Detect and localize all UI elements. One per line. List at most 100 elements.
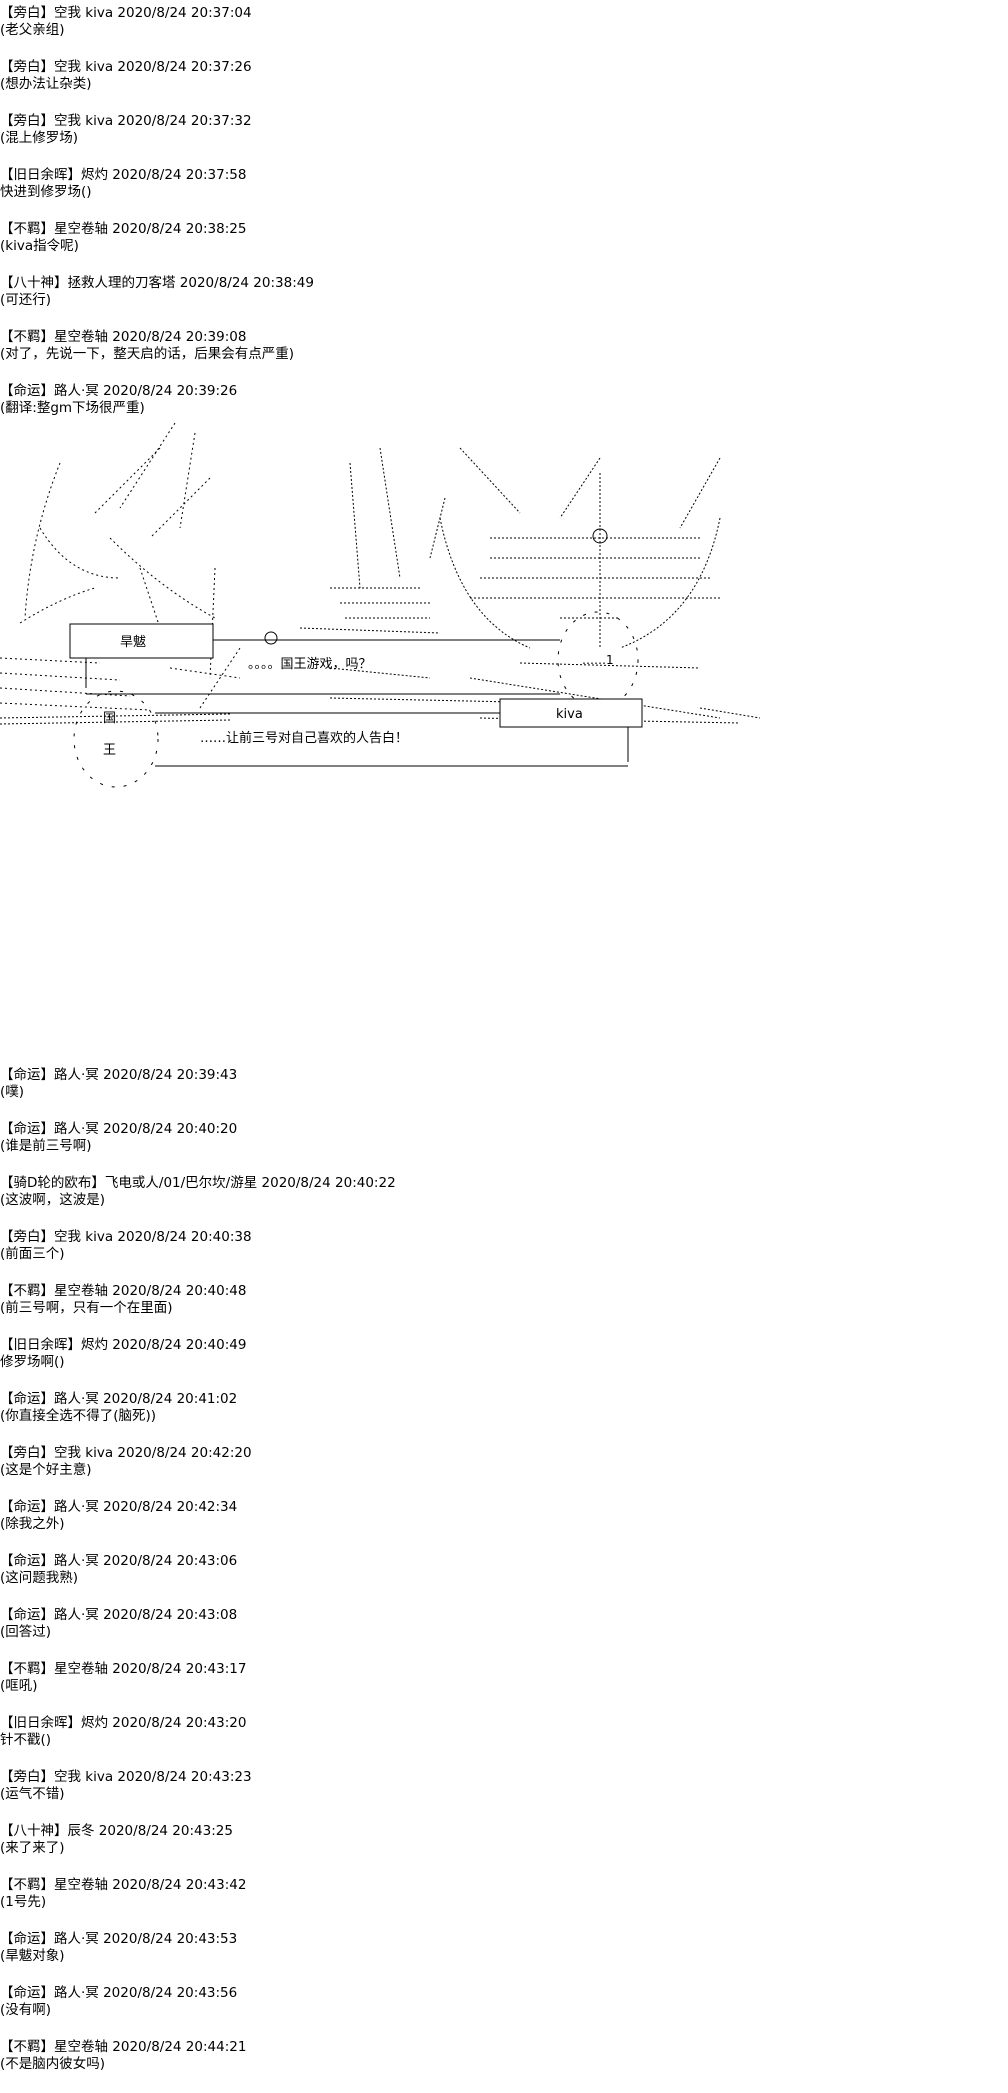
- message-body: (运气不错): [0, 1786, 65, 1802]
- bottom-name-box: [499, 698, 643, 728]
- message-header: 【旁白】空我 kiva 2020/8/24 20:40:38: [0, 1229, 252, 1245]
- message-header: 【不羁】星空卷轴 2020/8/24 20:44:21: [0, 2039, 247, 2055]
- message-header: 【命运】路人·冥 2020/8/24 20:42:34: [0, 1499, 238, 1515]
- chat-message: 【旁白】空我 kiva 2020/8/24 20:43:23(运气不错): [0, 1769, 760, 1823]
- message-header: 【八十神】辰冬 2020/8/24 20:43:25: [0, 1823, 233, 1839]
- chat-message: 【旁白】空我 kiva 2020/8/24 20:42:20(这是个好主意): [0, 1445, 760, 1499]
- message-body: (谁是前三号啊): [0, 1138, 92, 1154]
- chat-message: 【命运】路人·冥 2020/8/24 20:43:56(没有啊): [0, 1985, 760, 2039]
- message-body: (你直接全选不得了(脑死)): [0, 1408, 157, 1424]
- message-header: 【旁白】空我 kiva 2020/8/24 20:37:26: [0, 59, 252, 75]
- chat-message: 【命运】路人·冥 2020/8/24 20:41:02(你直接全选不得了(脑死)…: [0, 1391, 760, 1445]
- message-header: 【旁白】空我 kiva 2020/8/24 20:42:20: [0, 1445, 252, 1461]
- chat-message: 【命运】路人·冥 2020/8/24 20:43:53(旱魃对象): [0, 1931, 760, 1985]
- message-header: 【旁白】空我 kiva 2020/8/24 20:37:04: [0, 5, 252, 21]
- chat-message: 【不羁】星空卷轴 2020/8/24 20:38:25(kiva指令呢): [0, 221, 760, 275]
- chat-message: 【不羁】星空卷轴 2020/8/24 20:40:48(前三号啊，只有一个在里面…: [0, 1283, 760, 1337]
- chat-message: 【旁白】空我 kiva 2020/8/24 20:40:38(前面三个): [0, 1229, 760, 1283]
- message-body: (旱魃对象): [0, 1948, 65, 1964]
- message-body: (想办法让杂类): [0, 76, 92, 92]
- chat-message: 【不羁】星空卷轴 2020/8/24 20:43:42(1号先): [0, 1877, 760, 1931]
- message-body: (可还行): [0, 292, 52, 308]
- message-header: 【命运】路人·冥 2020/8/24 20:39:43: [0, 1067, 238, 1083]
- ascii-art-svg: 旱魃 。。。。国王游戏，吗？ ……1 kiva ……让前三号对自己喜欢的人告白！…: [0, 422, 760, 788]
- chat-message: 【旁白】空我 kiva 2020/8/24 20:37:04(老父亲组): [0, 5, 760, 59]
- message-body: (这波啊，这波是): [0, 1192, 106, 1208]
- chat-message: 【命运】路人·冥 2020/8/24 20:39:43(噗): [0, 1067, 760, 1121]
- message-body: (这问题我熟): [0, 1570, 79, 1586]
- ornament-circle: [592, 528, 608, 544]
- message-body: 修罗场啊(): [0, 1354, 65, 1370]
- message-header: 【命运】路人·冥 2020/8/24 20:40:20: [0, 1121, 238, 1137]
- message-body: (前面三个): [0, 1246, 65, 1262]
- message-header: 【旁白】空我 kiva 2020/8/24 20:37:32: [0, 113, 252, 129]
- left-figure-shading: [0, 447, 561, 725]
- message-body: (不是脑内彼女吗): [0, 2056, 106, 2072]
- message-body: (除我之外): [0, 1516, 65, 1532]
- chat-message: 【命运】路人·冥 2020/8/24 20:40:20(谁是前三号啊): [0, 1121, 760, 1175]
- chat-message: 【不羁】星空卷轴 2020/8/24 20:43:17(哐吼): [0, 1661, 760, 1715]
- message-header: 【骑D轮的欧布】飞电或人/01/巴尔坎/游星 2020/8/24 20:40:2…: [0, 1175, 396, 1191]
- message-header: 【命运】路人·冥 2020/8/24 20:39:26: [0, 383, 238, 399]
- chat-message: 【不羁】星空卷轴 2020/8/24 20:39:08(对了，先说一下，整天启的…: [0, 329, 760, 383]
- message-body: (前三号啊，只有一个在里面): [0, 1300, 173, 1316]
- right-figure-lines: [429, 447, 760, 724]
- chat-message: 【命运】路人·冥 2020/8/24 20:43:06(这问题我熟): [0, 1553, 760, 1607]
- top-dialog-text: 。。。。国王游戏，吗？: [248, 657, 372, 672]
- message-header: 【旧日余晖】烬灼 2020/8/24 20:37:58: [0, 167, 247, 183]
- message-body: (没有啊): [0, 2002, 52, 2018]
- message-header: 【命运】路人·冥 2020/8/24 20:43:08: [0, 1607, 238, 1623]
- message-body: (来了来了): [0, 1840, 65, 1856]
- message-body: (噗): [0, 1084, 25, 1100]
- message-body: (翻译:整gm下场很严重): [0, 400, 145, 416]
- chat-message: 【骑D轮的欧布】飞电或人/01/巴尔坎/游星 2020/8/24 20:40:2…: [0, 1175, 760, 1229]
- message-body: 针不戳(): [0, 1732, 52, 1748]
- message-header: 【命运】路人·冥 2020/8/24 20:43:06: [0, 1553, 238, 1569]
- chat-message: 【命运】路人·冥 2020/8/24 20:42:34(除我之外): [0, 1499, 760, 1553]
- message-header: 【不羁】星空卷轴 2020/8/24 20:40:48: [0, 1283, 247, 1299]
- top-name-box: [69, 623, 214, 659]
- message-body: (1号先): [0, 1894, 47, 1910]
- message-header: 【不羁】星空卷轴 2020/8/24 20:43:42: [0, 1877, 247, 1893]
- chat-message: 【命运】路人·冥 2020/8/24 20:43:08(回答过): [0, 1607, 760, 1661]
- bottom-dialog-text: ……让前三号对自己喜欢的人告白！: [200, 730, 408, 746]
- message-body: (这是个好主意): [0, 1462, 92, 1478]
- chat-message: 【旁白】空我 kiva 2020/8/24 20:37:32(混上修罗场): [0, 113, 760, 167]
- message-body: (对了，先说一下，整天启的话，后果会有点严重): [0, 346, 295, 362]
- top-box-label: 旱魃: [120, 634, 146, 650]
- message-body: 快进到修罗场(): [0, 184, 92, 200]
- message-header: 【命运】路人·冥 2020/8/24 20:43:53: [0, 1931, 238, 1947]
- message-header: 【旧日余晖】烬灼 2020/8/24 20:40:49: [0, 1337, 247, 1353]
- chat-log-before: 【旁白】空我 kiva 2020/8/24 20:37:04(老父亲组)【旁白】…: [0, 5, 760, 437]
- message-body: (老父亲组): [0, 22, 65, 38]
- message-header: 【旧日余晖】烬灼 2020/8/24 20:43:20: [0, 1715, 247, 1731]
- chat-message: 【八十神】拯救人理的刀客塔 2020/8/24 20:38:49(可还行): [0, 275, 760, 329]
- message-body: (哐吼): [0, 1678, 38, 1694]
- message-header: 【八十神】拯救人理的刀客塔 2020/8/24 20:38:49: [0, 275, 314, 291]
- message-body: (kiva指令呢): [0, 238, 79, 254]
- bottom-bubble-char-2: 王: [103, 743, 116, 758]
- message-header: 【旁白】空我 kiva 2020/8/24 20:43:23: [0, 1769, 252, 1785]
- top-bubble-text: ……1: [582, 653, 614, 667]
- bottom-thought-bubble: [73, 690, 159, 788]
- chat-message: 【命运】路人·冥 2020/8/24 20:39:26(翻译:整gm下场很严重): [0, 383, 760, 437]
- chat-message: 【八十神】辰冬 2020/8/24 20:43:25(来了来了): [0, 1823, 760, 1877]
- eye-circle: [264, 631, 278, 645]
- chat-message: 【旁白】空我 kiva 2020/8/24 20:37:26(想办法让杂类): [0, 59, 760, 113]
- message-header: 【不羁】星空卷轴 2020/8/24 20:38:25: [0, 221, 247, 237]
- message-header: 【不羁】星空卷轴 2020/8/24 20:39:08: [0, 329, 247, 345]
- message-header: 【命运】路人·冥 2020/8/24 20:41:02: [0, 1391, 238, 1407]
- ascii-art-illustration: 旱魃 。。。。国王游戏，吗？ ……1 kiva ……让前三号对自己喜欢的人告白！…: [0, 418, 760, 1038]
- left-figure-lines: [0, 422, 241, 711]
- message-header: 【命运】路人·冥 2020/8/24 20:43:56: [0, 1985, 238, 2001]
- bottom-box-label: kiva: [556, 707, 583, 722]
- message-body: (混上修罗场): [0, 130, 79, 146]
- bottom-dialog-frame: [155, 712, 629, 767]
- top-thought-bubble: [557, 611, 639, 709]
- message-header: 【不羁】星空卷轴 2020/8/24 20:43:17: [0, 1661, 247, 1677]
- chat-message: 【不羁】星空卷轴 2020/8/24 20:44:21(不是脑内彼女吗): [0, 2039, 760, 2093]
- message-body: (回答过): [0, 1624, 52, 1640]
